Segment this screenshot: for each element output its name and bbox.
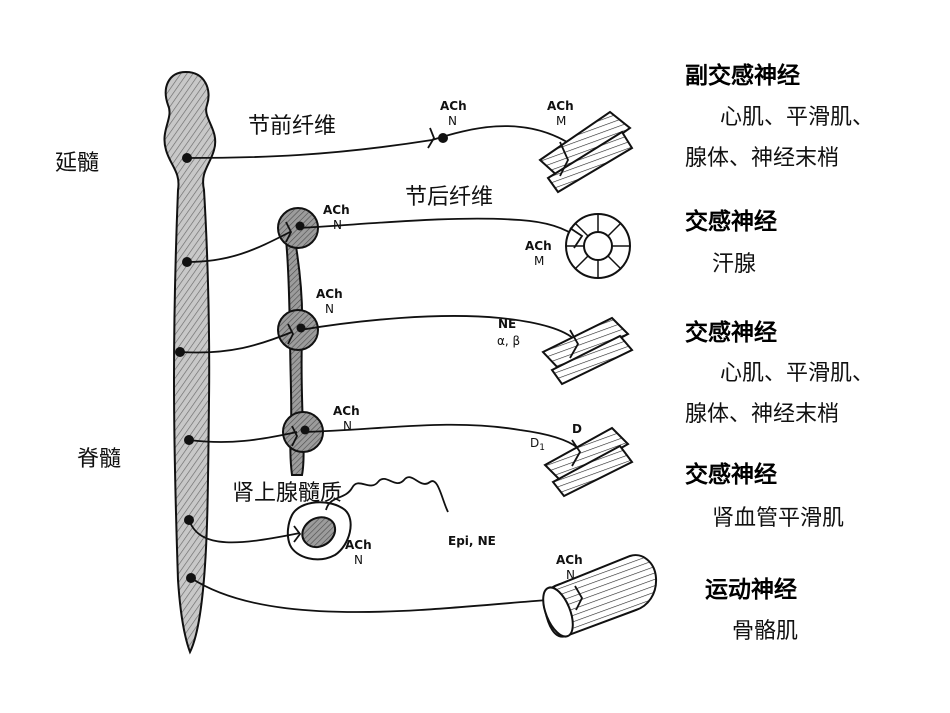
smooth-muscle-2 [541,316,634,386]
pathway-2-target-1: 汗腺 [712,252,756,277]
g1-receptor: N [333,218,342,232]
label-adrenal-medulla: 肾上腺髓质 [232,481,342,506]
g3-receptor: N [343,419,352,433]
ganglion-synapse-dot-2 [296,323,306,333]
pathway-4-target-1: 肾血管平滑肌 [712,506,844,531]
adrenal-terminal-fork [293,525,302,543]
s1-receptor: N [448,114,457,128]
pathway-5-target-1: 骨骼肌 [732,619,798,644]
label-spinal-cord: 脊髓 [77,447,121,472]
e3-receptor: α, β [497,334,520,348]
e4-receptor-main: D [530,436,539,450]
pathway-3-nerve: 交感神经 [685,319,777,346]
pathway-1-nerve: 副交感神经 [685,62,800,89]
g2-receptor: N [325,302,334,316]
e4-transmitter: D [572,422,582,436]
label-preganglionic: 节前纤维 [248,114,336,139]
pathway-4-nerve: 交感神经 [685,461,777,488]
label-postganglionic: 节后纤维 [405,185,493,210]
motor-transmitter: ACh [556,553,583,567]
pathway-2-nerve: 交感神经 [685,208,777,235]
cord-dot-3 [175,347,185,357]
ganglion-synapse-dot-1 [295,221,305,231]
e3-transmitter: NE [498,317,516,331]
cord-dot-4 [184,435,194,445]
s1-transmitter: ACh [440,99,467,113]
terminal-fork-3 [291,425,299,447]
pathway-3-target-2: 腺体、神经末梢 [685,402,839,427]
hormones-label: Epi, NE [448,534,496,548]
e2-transmitter: ACh [525,239,552,253]
smooth-muscle-3 [543,426,634,498]
synapse-markers [175,127,448,583]
cord-dot-2 [182,257,192,267]
spinal-cord-shape [163,70,217,655]
pathway-1-target-1: 心肌、平滑肌、 [720,105,874,130]
pathway-3-target-1: 心肌、平滑肌、 [720,361,874,386]
terminal-fork-0 [427,127,436,149]
skeletal-muscle [542,554,658,638]
motor-receptor: N [566,568,575,582]
cord-dot-6 [186,573,196,583]
adrenal-medulla-core [301,516,336,549]
nerve-fibers [179,125,579,613]
g1-transmitter: ACh [323,203,350,217]
cord-dot-1 [182,153,192,163]
terminal-fork-2 [287,323,295,345]
g3-transmitter: ACh [333,404,360,418]
e4-receptor-sub: 1 [539,443,545,453]
g2-transmitter: ACh [316,287,343,301]
cord-dot-5 [184,515,194,525]
sweat-gland [565,213,631,279]
e2-receptor: M [534,254,544,268]
ganglion-synapse-dot-0 [438,133,448,143]
terminal-fork-1 [285,221,293,243]
label-medulla: 延髓 [55,151,99,176]
pathway-1-target-2: 腺体、神经末梢 [685,146,839,171]
e4-receptor: D1 [530,436,545,453]
e1-transmitter: ACh [547,99,574,113]
adrenal-transmitter: ACh [345,538,372,552]
adrenal-receptor: N [354,553,363,567]
smooth-muscle-1 [538,110,634,194]
pathway-5-nerve: 运动神经 [705,576,797,603]
ganglion-synapse-dot-3 [300,425,310,435]
e1-receptor: M [556,114,566,128]
